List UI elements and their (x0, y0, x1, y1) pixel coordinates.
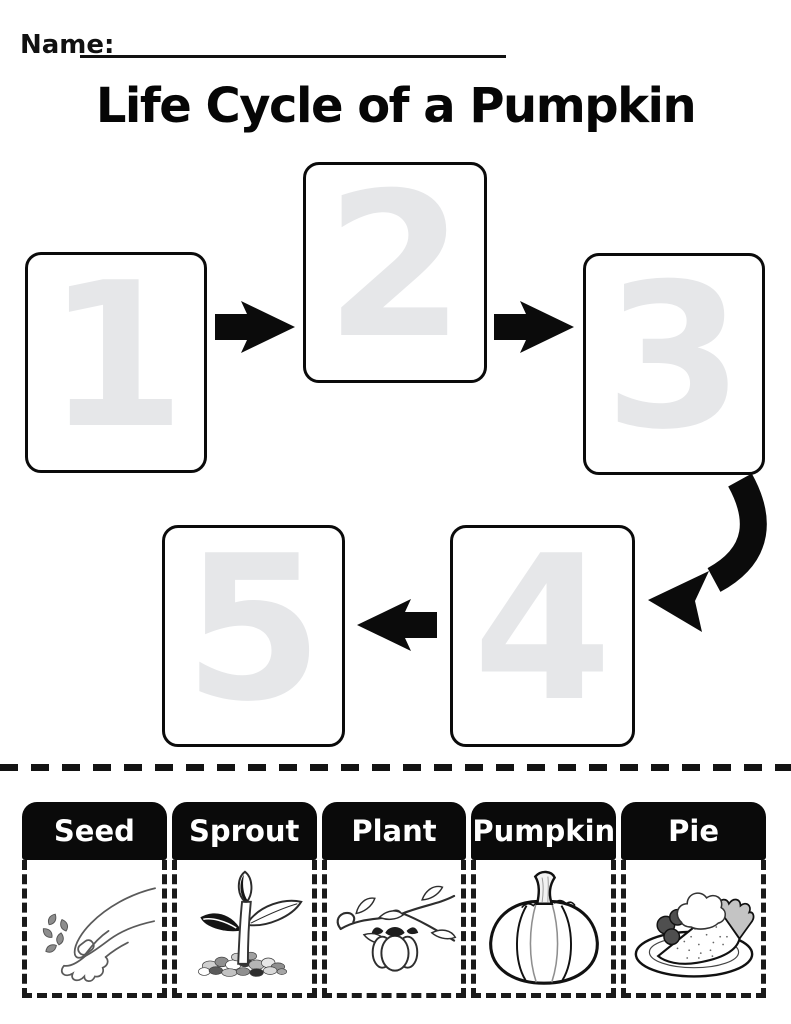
arrow-curved-down-left-icon (648, 473, 767, 632)
card-pie-header: Pie (621, 802, 766, 860)
step-box-3[interactable]: 3 (583, 253, 765, 475)
step-number-4: 4 (472, 525, 613, 746)
card-pumpkin-label: Pumpkin (472, 814, 616, 848)
card-seed-header: Seed (22, 802, 167, 860)
cards-row: Seed (22, 802, 766, 998)
card-pie[interactable]: Pie (621, 802, 766, 998)
card-seed-label: Seed (53, 814, 135, 848)
cut-dashed-line (0, 764, 791, 771)
pumpkin-icon (488, 870, 599, 985)
step-box-4[interactable]: 4 (450, 525, 635, 747)
card-pumpkin[interactable]: Pumpkin (471, 802, 617, 998)
card-pumpkin-body (471, 860, 617, 998)
card-plant-header: Plant (321, 802, 467, 860)
pumpkin-vine-plant-icon (336, 885, 457, 972)
sprout-seedling-icon (198, 870, 303, 977)
card-pumpkin-header: Pumpkin (471, 802, 617, 860)
card-seed[interactable]: Seed (22, 802, 167, 998)
card-sprout-header: Sprout (171, 802, 317, 860)
step-box-1[interactable]: 1 (25, 252, 207, 473)
hand-dropping-seeds-icon (43, 886, 157, 982)
arrow-right-icon (494, 301, 574, 353)
pumpkin-pie-slice-icon (634, 891, 754, 978)
step-number-5: 5 (183, 525, 324, 746)
card-plant[interactable]: Plant (321, 802, 467, 998)
card-plant-body (321, 860, 467, 998)
card-sprout[interactable]: Sprout (171, 802, 317, 998)
card-sprout-label: Sprout (189, 814, 300, 848)
arrow-right-icon (215, 301, 295, 353)
page-title: Life Cycle of a Pumpkin (95, 78, 697, 134)
name-input-line[interactable] (80, 31, 506, 58)
step-box-2[interactable]: 2 (303, 162, 487, 383)
step-number-2: 2 (325, 162, 465, 383)
step-number-1: 1 (46, 252, 186, 473)
card-seed-body (22, 860, 167, 998)
card-plant-label: Plant (351, 814, 437, 848)
card-pie-body (621, 860, 766, 998)
arrow-left-icon (357, 599, 437, 651)
step-box-5[interactable]: 5 (162, 525, 345, 747)
card-pie-label: Pie (668, 814, 720, 848)
step-number-3: 3 (604, 253, 744, 474)
card-sprout-body (171, 860, 317, 998)
